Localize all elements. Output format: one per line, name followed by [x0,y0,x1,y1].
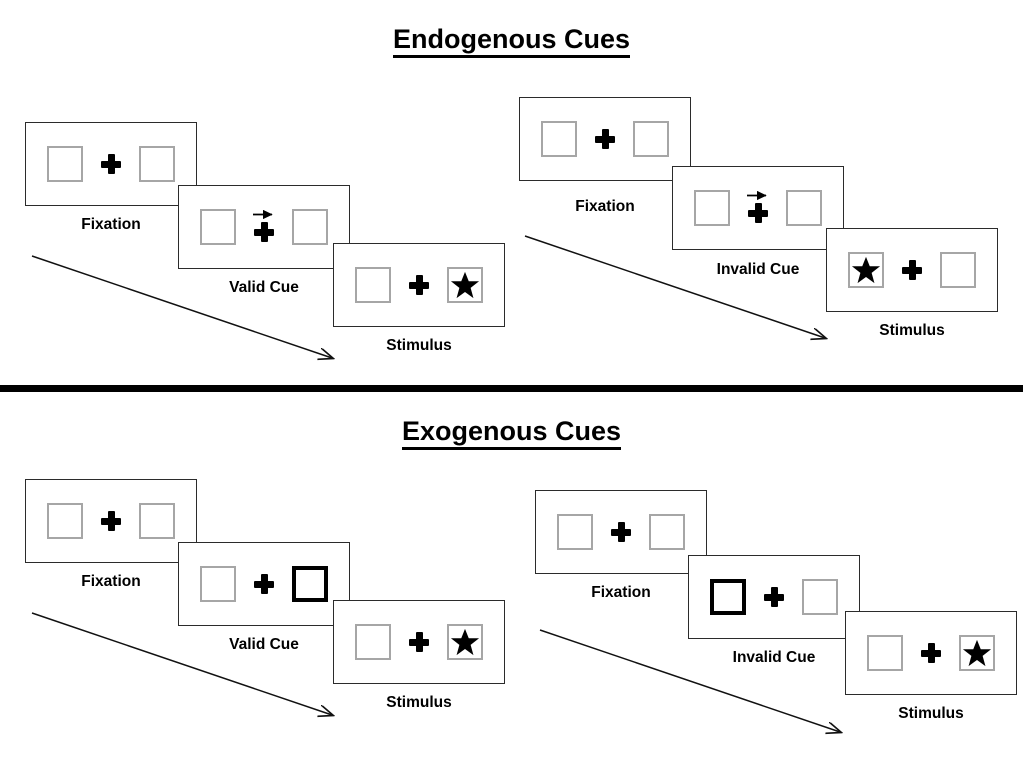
exogenous-valid-frame-cue[interactable] [178,542,350,626]
frame-contents [827,229,997,311]
endogenous-valid-frame-fixation[interactable] [25,122,197,206]
fixation-cross-icon [409,632,429,652]
endogenous-invalid-frame-fixation[interactable] [519,97,691,181]
right-placeholder-box-cued [292,566,328,602]
right-placeholder-box [139,503,175,539]
frame-contents [179,186,349,268]
frame-contents [846,612,1016,694]
fixation-cross-icon [254,574,274,594]
exogenous-invalid-caption-stimulus: Stimulus [898,705,964,722]
exogenous-invalid-caption-cue: Invalid Cue [732,649,816,666]
right-placeholder-box [649,514,685,550]
frame-contents [689,556,859,638]
endogenous-valid-caption-fixation: Fixation [81,216,141,233]
left-placeholder-box [355,624,391,660]
exogenous-title-text: Exogenous Cues [401,416,622,451]
exogenous-valid-frame-fixation[interactable] [25,479,197,563]
fixation-cross-icon [611,522,631,542]
section-endogenous: Endogenous Cues Fixation [0,24,1023,388]
fixation-cross-icon [254,222,274,242]
endogenous-invalid-frame-stimulus[interactable] [826,228,998,312]
frame-contents [536,491,706,573]
left-placeholder-box [355,267,391,303]
frame-contents [26,480,196,562]
left-placeholder-box-with-target [848,252,884,288]
left-placeholder-box-cued [710,579,746,615]
left-placeholder-box [867,635,903,671]
endogenous-title-text: Endogenous Cues [392,24,630,59]
frame-contents [334,601,504,683]
left-placeholder-box [200,566,236,602]
exogenous-valid-caption-cue: Valid Cue [229,636,299,653]
left-placeholder-box [200,209,236,245]
right-placeholder-box-with-target [959,635,995,671]
fixation-cross-icon [748,203,768,223]
fixation-cross-icon [764,587,784,607]
endogenous-invalid-frame-cue[interactable] [672,166,844,250]
exogenous-invalid-frame-fixation[interactable] [535,490,707,574]
right-placeholder-box [139,146,175,182]
left-placeholder-box [47,146,83,182]
fixation-cross-icon [902,260,922,280]
rightward-cue-arrow-icon [747,190,767,201]
left-placeholder-box [557,514,593,550]
frame-contents [26,123,196,205]
star-target-icon [450,271,480,299]
endogenous-valid-caption-stimulus: Stimulus [386,337,452,354]
section-exogenous: Exogenous Cues Fixation Valid Cue [0,392,1023,767]
cue-arrow-group [253,209,274,245]
right-placeholder-box-with-target [447,267,483,303]
endogenous-valid-frame-stimulus[interactable] [333,243,505,327]
endogenous-invalid-caption-stimulus: Stimulus [879,322,945,339]
left-placeholder-box [47,503,83,539]
cue-arrow-group [747,190,768,226]
exogenous-invalid-caption-fixation: Fixation [591,584,651,601]
exogenous-valid-caption-stimulus: Stimulus [386,694,452,711]
rightward-cue-arrow-icon [253,209,273,220]
right-placeholder-box [786,190,822,226]
exogenous-valid-caption-fixation: Fixation [81,573,141,590]
star-target-icon [962,639,992,667]
frame-contents [179,543,349,625]
fixation-cross-icon [595,129,615,149]
endogenous-valid-caption-cue: Valid Cue [229,279,299,296]
right-placeholder-box [802,579,838,615]
star-target-icon [851,256,881,284]
exogenous-invalid-frame-stimulus[interactable] [845,611,1017,695]
left-placeholder-box [694,190,730,226]
fixation-cross-icon [409,275,429,295]
frame-contents [673,167,843,249]
fixation-cross-icon [921,643,941,663]
exogenous-section-title: Exogenous Cues [0,416,1023,451]
frame-contents [334,244,504,326]
endogenous-invalid-caption-cue: Invalid Cue [716,261,800,278]
section-divider [0,385,1023,392]
fixation-cross-icon [101,511,121,531]
frame-contents [520,98,690,180]
right-placeholder-box [292,209,328,245]
left-placeholder-box [541,121,577,157]
star-target-icon [450,628,480,656]
endogenous-section-title: Endogenous Cues [0,24,1023,59]
fixation-cross-icon [101,154,121,174]
endogenous-valid-frame-cue[interactable] [178,185,350,269]
right-placeholder-box [633,121,669,157]
exogenous-invalid-frame-cue[interactable] [688,555,860,639]
exogenous-valid-frame-stimulus[interactable] [333,600,505,684]
right-placeholder-box [940,252,976,288]
right-placeholder-box-with-target [447,624,483,660]
endogenous-invalid-caption-fixation: Fixation [575,198,635,215]
